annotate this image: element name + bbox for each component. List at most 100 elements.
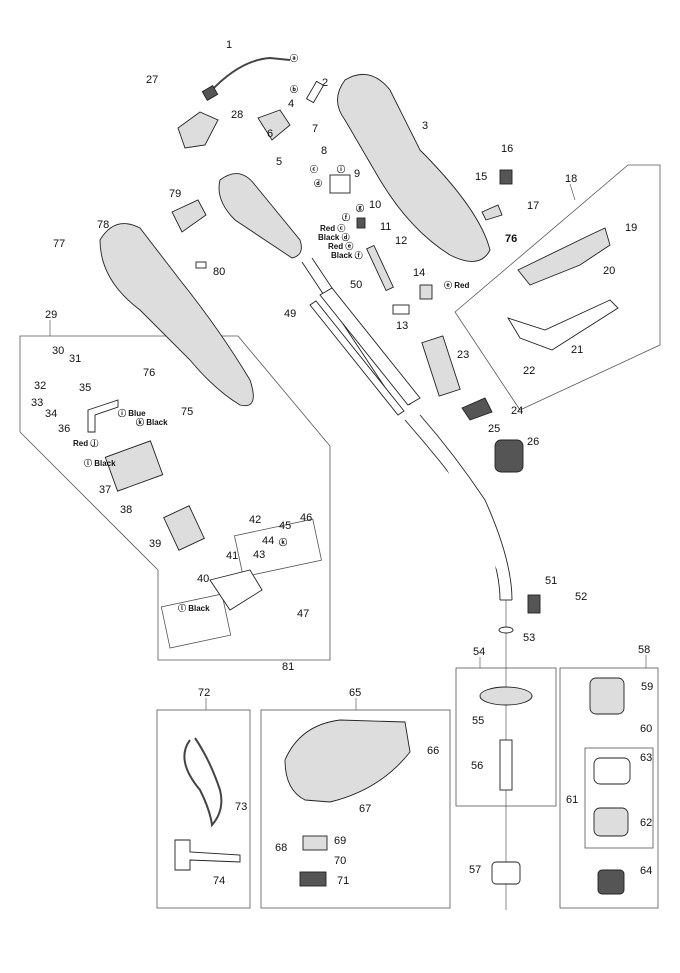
callout-75: 75 [181,406,193,418]
callout-1: 1 [226,39,232,51]
group-box-58 [559,667,659,909]
bracket-51 [527,594,541,614]
callout-20: 20 [603,265,615,277]
switch-cover-79 [171,199,207,233]
callout-29: 29 [45,309,57,321]
wire-label-e-red: ⓔ Red [444,280,469,290]
callout-51: 51 [545,575,557,587]
callout-37: 37 [99,484,111,496]
callout-50: 50 [350,279,362,291]
callout-65: 65 [349,687,361,699]
callout-66: 66 [427,745,439,757]
callout-74: 74 [213,875,225,887]
callout-80: 80 [213,266,225,278]
callout-4: 4 [288,98,294,110]
callout-67: 67 [359,803,371,815]
blade-69 [302,835,328,851]
callout-47: 47 [297,608,309,620]
callout-43: 43 [253,549,265,561]
callout-19: 19 [625,222,637,234]
clamp-15 [481,204,503,221]
callout-17: 17 [527,200,539,212]
callout-41: 41 [226,550,238,562]
housing-3 [337,73,491,262]
knob-16 [499,169,513,185]
callout-13: 13 [396,320,408,332]
callout-12: 12 [395,235,407,247]
callout-14: 14 [413,267,425,279]
callout-25: 25 [488,423,500,435]
clamp-4 [257,109,291,141]
handle-21 [506,299,619,351]
callout-61: 61 [566,794,578,806]
wire-labels: Red ⓒ Black ⓓ Red ⓔ Black ⓕ ⓔ Red ⓘ Blue… [73,53,469,613]
shaft-tube [301,257,513,910]
protector-plate-55 [479,686,533,706]
wire-label-i-blue: ⓘ Blue [118,408,146,418]
callout-2: 2 [322,77,328,89]
callout-45: 45 [279,520,291,532]
shaft-part-50 [319,287,421,406]
callout-22: 22 [523,365,535,377]
callout-33: 33 [31,397,43,409]
bracket-36 [87,399,119,433]
callout-56: 56 [471,760,483,772]
callout-31: 31 [69,353,81,365]
callout-30: 30 [52,345,64,357]
callout-26: 26 [527,436,539,448]
plug [201,85,219,101]
mark-a: ⓐ [290,53,298,63]
wire-label-black-d: Black ⓓ [318,232,350,242]
callout-62: 62 [640,817,652,829]
callout-44: 44 [262,535,274,547]
mark-k: ⓚ [279,537,287,547]
callout-23: 23 [457,349,469,361]
motor-unit [218,173,302,259]
callout-36: 36 [58,423,70,435]
callout-68: 68 [275,842,287,854]
spool-62 [593,807,629,837]
callout-9: 9 [354,168,360,180]
callout-70: 70 [334,855,346,867]
wire-label-l-black-brush: ⓛ Black [178,603,210,613]
callout-7: 7 [312,123,318,135]
callout-76: 76 [143,367,155,379]
callout-63: 63 [640,752,652,764]
callout-81: 81 [282,661,294,673]
collar-57 [491,861,521,885]
callout-49: 49 [284,308,296,320]
mark-d: ⓓ [314,178,322,188]
group-box-brush [160,593,232,649]
callout-79: 79 [169,188,181,200]
callout-27: 27 [146,74,158,86]
shaft-part-49 [309,300,405,416]
callout-35: 35 [79,382,91,394]
callout-64: 64 [640,865,652,877]
callout-78: 78 [97,219,109,231]
wire-label-red-j: Red ⓙ [73,438,98,448]
lever-11 [366,244,394,292]
wrench-74 [174,839,241,871]
cushion-26 [494,439,524,473]
switch-13 [392,304,410,315]
callout-16: 16 [501,143,513,155]
group-box-61 [584,747,654,849]
wire-label-k-black: ⓚ Black [136,417,168,427]
mark-b: ⓑ [290,84,298,94]
guard-67 [284,719,411,803]
callout-42: 42 [249,514,261,526]
group-box-72 [156,709,251,909]
callout-52: 52 [575,591,587,603]
holder-25 [461,397,493,421]
line-63 [593,757,631,785]
spool-cap-59 [589,677,625,715]
callout-5: 5 [276,156,282,168]
callout-18: 18 [565,173,577,185]
handle-20 [517,227,611,286]
callout-40: 40 [197,573,209,585]
callout-21: 21 [571,344,583,356]
sleeve-2 [305,80,325,104]
group-box-29 [19,335,331,661]
callout-55: 55 [472,715,484,727]
